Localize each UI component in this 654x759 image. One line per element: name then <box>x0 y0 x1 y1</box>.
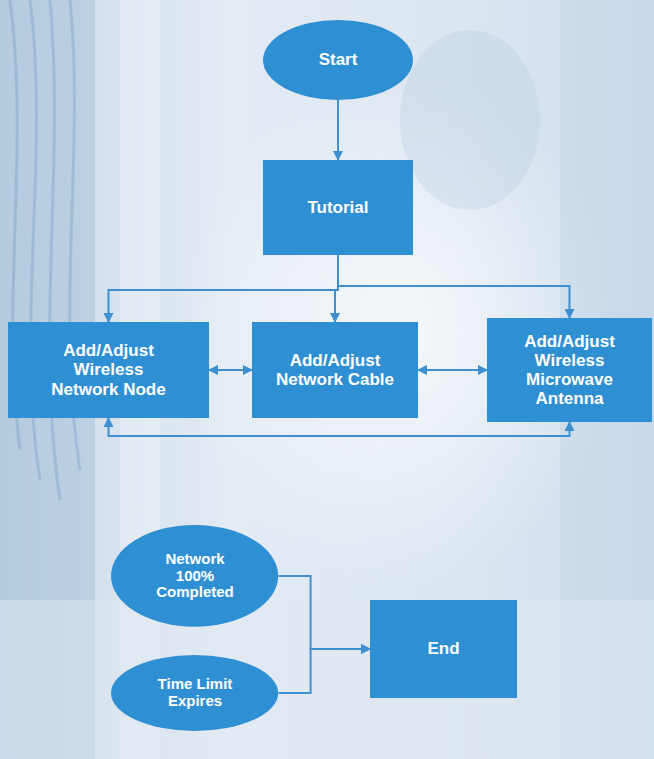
end-box: End <box>370 600 517 698</box>
process-box: Add/Adjust Wireless Network Node <box>8 322 209 418</box>
node-label: Network 100% Completed <box>149 551 241 601</box>
flow-arrow <box>209 369 252 371</box>
flow-arrow <box>109 255 339 322</box>
node-label: End <box>427 639 459 658</box>
flow-arrow <box>337 100 339 160</box>
node-label: Start <box>319 50 358 69</box>
node-label: Tutorial <box>307 198 368 217</box>
node-label: Time Limit Expires <box>149 676 241 710</box>
start-terminal: Start <box>263 20 413 100</box>
flow-arrow <box>338 255 570 318</box>
process-box: Tutorial <box>263 160 413 255</box>
flow-arrow <box>279 649 370 693</box>
flow-arrow <box>418 369 487 371</box>
end-condition: Network 100% Completed <box>111 525 278 627</box>
end-condition: Time Limit Expires <box>111 655 278 731</box>
node-label: Add/Adjust Wireless Microwave Antenna <box>518 332 622 408</box>
node-label: Add/Adjust Wireless Network Node <box>44 341 174 398</box>
node-label: Add/Adjust Network Cable <box>269 351 401 389</box>
process-box: Add/Adjust Wireless Microwave Antenna <box>487 318 652 422</box>
process-box: Add/Adjust Network Cable <box>252 322 418 418</box>
flow-arrow <box>279 576 370 649</box>
